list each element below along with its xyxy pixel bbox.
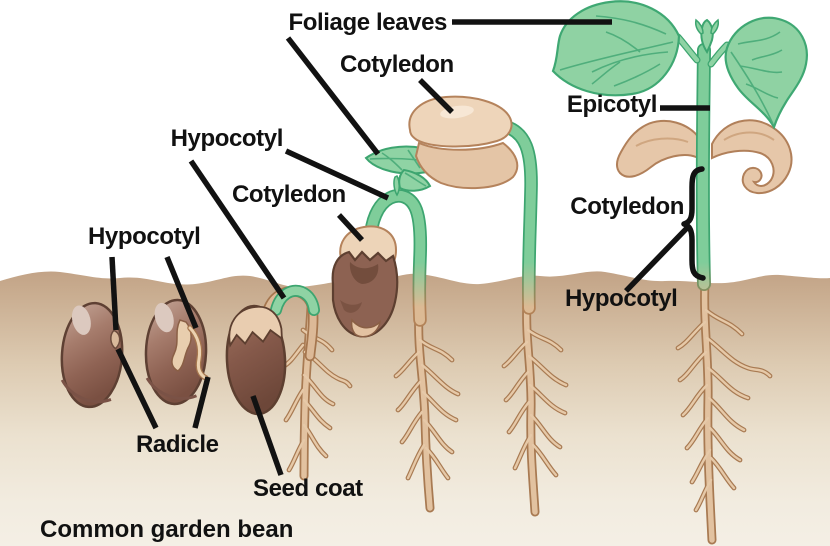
- stage5-cotyledons: [408, 95, 519, 190]
- label-hypocotyl-upper: Hypocotyl: [170, 125, 284, 152]
- line-cotyledon-middle: [336, 213, 365, 242]
- stage3-exposed-cotyledon: [228, 305, 283, 348]
- label-seed-coat: Seed coat: [253, 475, 363, 502]
- label-radicle: Radicle: [136, 431, 219, 458]
- line-hypocotyl-upper-a: [188, 159, 287, 300]
- stage3-roots: [281, 303, 353, 481]
- label-cotyledon-middle: Cotyledon: [232, 181, 346, 208]
- stage5-roots: [501, 297, 569, 517]
- stage3-seed: [225, 304, 287, 416]
- line-radicle-left: [115, 347, 159, 430]
- stage6-cotyledons: [616, 119, 793, 195]
- line-hypocotyl-seed2: [164, 255, 199, 330]
- stage4-roots: [393, 307, 461, 513]
- line-cotyledon-top: [418, 78, 454, 114]
- stage6-foliage-leaf-right: [724, 16, 808, 130]
- line-hypocotyl-right: [624, 226, 689, 293]
- label-cotyledon-right: Cotyledon: [570, 193, 684, 220]
- stage6-foliage-leaf-left: [551, 0, 681, 97]
- line-hypocotyl-seed1: [109, 256, 119, 331]
- label-foliage-leaves: Foliage leaves: [288, 9, 448, 36]
- seed-2: [144, 298, 209, 406]
- stage4-hook-stem: [364, 174, 428, 327]
- line-radicle-right: [192, 376, 211, 429]
- hypocotyl-brace: [681, 166, 706, 281]
- stage5-stem: [497, 119, 538, 315]
- line-seed-coat: [250, 395, 284, 476]
- line-foliage-leaves-left: [285, 36, 381, 156]
- label-epicotyl: Epicotyl: [566, 91, 658, 118]
- stage6-terminal-bud: [695, 18, 719, 54]
- stage6-cotyledon-right: [711, 119, 793, 195]
- label-hypocotyl-right: Hypocotyl: [565, 285, 678, 312]
- seed-2-crack: [171, 319, 192, 372]
- leader-lines: [109, 19, 710, 476]
- label-cotyledon-top: Cotyledon: [340, 51, 454, 78]
- soil: [0, 271, 830, 546]
- stage4-hanging-seed: [331, 225, 399, 338]
- stage6-roots: [675, 275, 773, 545]
- line-hypocotyl-upper-b: [284, 148, 390, 201]
- stage4-seed-coat: [331, 250, 399, 338]
- seed-1-hilum: [110, 329, 121, 350]
- stage6-cotyledon-left: [616, 119, 705, 178]
- caption-common-garden-bean: Common garden bean: [40, 516, 294, 543]
- label-hypocotyl-seeds: Hypocotyl: [88, 223, 201, 250]
